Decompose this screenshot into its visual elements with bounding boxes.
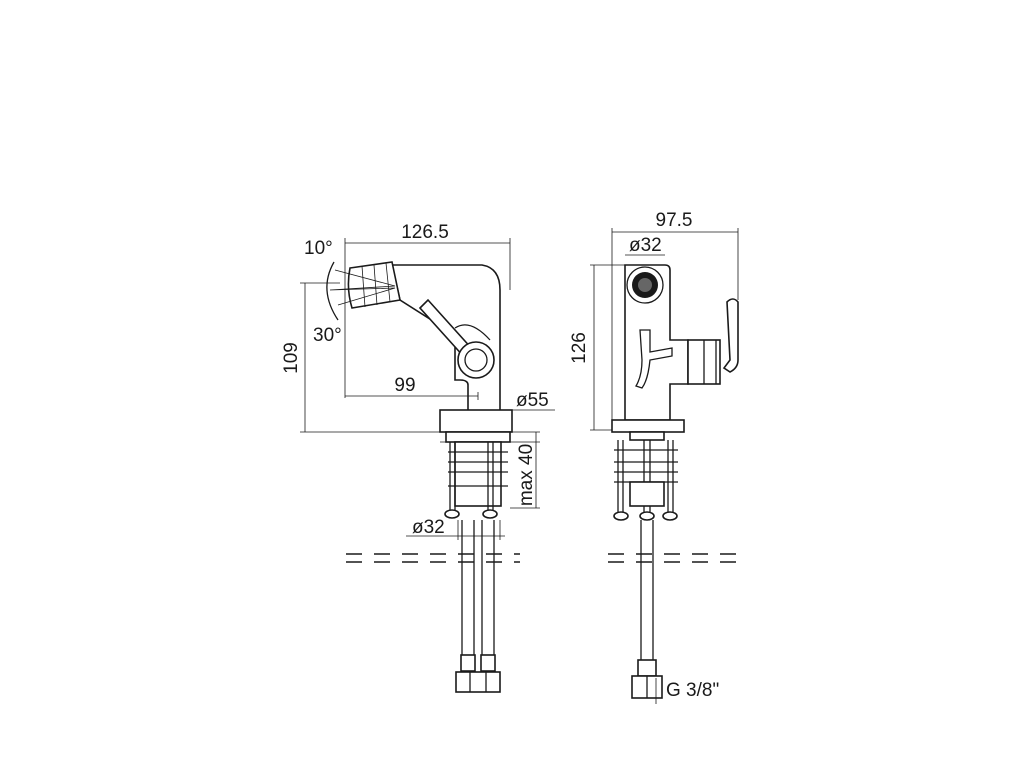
side-base-diameter-label: ø55 (516, 390, 549, 411)
angle-up-label: 10° (304, 238, 333, 259)
front-view: 97.5 ø32 126 (569, 210, 740, 704)
front-lever (722, 298, 739, 373)
side-deck-thickness-label: max 40 (516, 444, 537, 506)
front-height-label: 126 (569, 332, 590, 364)
side-height-label: 109 (281, 342, 302, 374)
angle-down-label: 30° (313, 325, 342, 346)
side-width-label: 126.5 (401, 222, 449, 243)
front-supply-hose (631, 520, 663, 699)
front-mounting-hardware (613, 440, 678, 521)
mounting-hardware (444, 441, 508, 519)
side-view: 126.5 10° 30° 99 109 ø55 (281, 222, 555, 693)
side-spout-label: 99 (394, 375, 415, 396)
base-flange (439, 409, 513, 433)
front-base (611, 419, 685, 433)
supply-hoses (455, 520, 501, 693)
front-width-label: 97.5 (656, 210, 693, 231)
handle-knob (457, 341, 495, 379)
front-aerator (626, 266, 664, 304)
side-shank-diameter-label: ø32 (412, 517, 445, 538)
front-thread-label: G 3/8" (666, 680, 719, 701)
deck-plate (445, 431, 511, 443)
front-aerator-diameter-label: ø32 (629, 235, 662, 256)
front-body (624, 264, 689, 421)
